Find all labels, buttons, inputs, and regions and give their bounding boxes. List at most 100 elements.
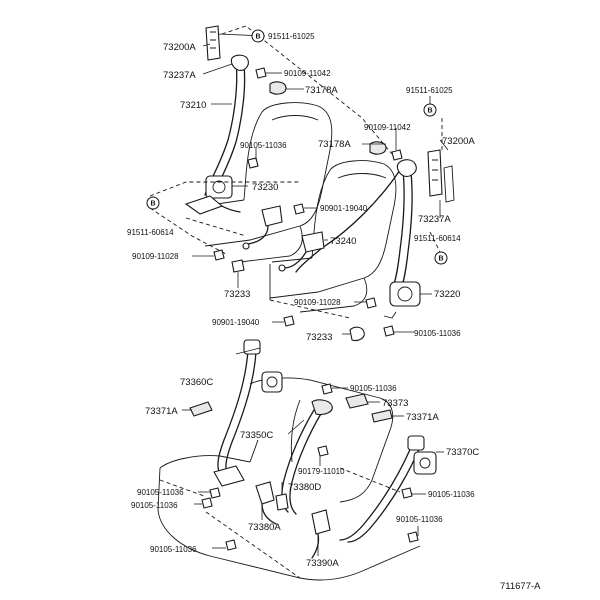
anchor-plate-left xyxy=(184,195,224,215)
label-73200A-right: 73200A xyxy=(442,136,475,147)
anchor-73370C-top xyxy=(407,435,425,451)
label-91511-60614-right: 91511-60614 xyxy=(414,234,461,243)
shoulder-adjuster-73200A xyxy=(205,25,221,61)
part-labels: 91511-61025 73200A 90109-11042 73237A 73… xyxy=(127,32,479,569)
label-90105-11036-c: 90105-11036 xyxy=(350,384,397,393)
bolt-90179-11010 xyxy=(317,445,329,457)
label-90901-19040-a: 90901-19040 xyxy=(320,204,368,213)
buckle-73380D xyxy=(275,493,289,511)
bolt-90105-11036-b xyxy=(383,325,395,337)
ref-badge-right-top: B xyxy=(423,103,437,117)
bolt-90109-11042-top xyxy=(255,67,267,79)
bolt-90901-19040-b xyxy=(283,315,295,327)
label-73370C: 73370C xyxy=(446,447,479,458)
buckle-73233-left xyxy=(261,205,283,227)
svg-text:B: B xyxy=(255,34,260,41)
label-73237A-left: 73237A xyxy=(163,70,196,81)
label-73220: 73220 xyxy=(434,289,460,300)
bolt-90105-11036-c xyxy=(321,383,333,395)
front-left-belt-assembly xyxy=(184,25,287,273)
svg-text:B: B xyxy=(427,108,432,115)
cover-73373 xyxy=(345,393,369,409)
rear-belt-assembly xyxy=(189,339,437,559)
label-73210: 73210 xyxy=(180,100,206,111)
label-73233-left: 73233 xyxy=(224,289,250,300)
label-73233-right: 73233 xyxy=(306,332,332,343)
svg-text:B: B xyxy=(438,256,443,263)
cover-73178A-mid xyxy=(369,141,387,155)
reference-lines-rear xyxy=(159,467,401,579)
label-73237A-right: 73237A xyxy=(418,214,451,225)
retractor-73370C xyxy=(413,451,437,475)
label-90901-19040-b: 90901-19040 xyxy=(212,318,260,327)
bolt-90105-11036-e xyxy=(201,497,213,509)
label-90179-11010: 90179-11010 xyxy=(298,467,345,476)
svg-text:B: B xyxy=(150,201,155,208)
label-73380A: 73380A xyxy=(248,522,281,533)
shoulder-adjuster-73200A-right xyxy=(427,149,443,197)
label-73240: 73240 xyxy=(330,236,356,247)
front-left-seat-outline xyxy=(204,102,333,263)
bolt-90105-11036-f xyxy=(401,487,413,499)
label-73200A-left: 73200A xyxy=(163,42,196,53)
anchor-73233-left xyxy=(231,259,245,273)
anchor-73233-right xyxy=(349,326,365,342)
label-73371A-left: 73371A xyxy=(145,406,178,417)
reference-lines-left xyxy=(149,25,393,255)
label-73178A-mid: 73178A xyxy=(318,139,351,150)
bolt-90901-19040-a xyxy=(293,203,305,215)
front-right-belt-assembly xyxy=(278,141,455,342)
bolt-90105-11036-g xyxy=(407,531,419,543)
front-right-seat-outline xyxy=(269,160,397,313)
bolt-90109-11028-left xyxy=(213,249,225,261)
leader-lines xyxy=(182,33,449,556)
label-90105-11036-h: 90105-11036 xyxy=(150,545,197,554)
label-73178A-top: 73178A xyxy=(305,85,338,96)
bolt-90105-11036-d xyxy=(209,487,221,499)
label-90109-11028-right: 90109-11028 xyxy=(294,298,341,307)
label-73371A-right: 73371A xyxy=(406,412,439,423)
label-73360C: 73360C xyxy=(180,377,213,388)
label-90105-11036-g: 90105-11036 xyxy=(396,515,443,524)
retractor-73230 xyxy=(205,175,233,199)
label-73380D: 73380D xyxy=(288,482,321,493)
label-91511-61025-top: 91511-61025 xyxy=(268,32,315,41)
label-90105-11036-f: 90105-11036 xyxy=(131,501,178,510)
buckle-73380A xyxy=(255,481,275,505)
figure-id: 711677-A xyxy=(500,581,541,592)
retractor-73220 xyxy=(389,281,421,307)
label-73230: 73230 xyxy=(252,182,278,193)
label-73373: 73373 xyxy=(382,398,408,409)
label-73390A: 73390A xyxy=(306,558,339,569)
bolt-90105-11036-h xyxy=(225,539,237,551)
label-90109-11028-left: 90109-11028 xyxy=(132,252,179,261)
clip-73371A-right xyxy=(371,409,393,423)
guide-73350C xyxy=(311,399,333,416)
upper-anchor-73237A-left xyxy=(230,54,249,71)
upper-anchor-73237A-right xyxy=(396,159,417,177)
label-90105-11036-a: 90105-11036 xyxy=(240,141,287,150)
cover-73178A-top xyxy=(269,81,287,95)
label-90109-11042-top: 90109-11042 xyxy=(284,69,331,78)
buckle-73240 xyxy=(301,231,325,253)
label-90105-11036-b: 90105-11036 xyxy=(414,329,461,338)
label-90109-11042-mid: 90109-11042 xyxy=(364,123,411,132)
bolt-90109-11028-right xyxy=(365,297,377,309)
retractor-73360C xyxy=(261,371,283,393)
ref-badge-right-mid: B xyxy=(434,251,448,265)
label-91511-60614-left: 91511-60614 xyxy=(127,228,174,237)
anchor-73360C-lower xyxy=(213,465,245,487)
ref-badge-left: B xyxy=(146,196,160,210)
clip-73371A-left xyxy=(189,401,213,417)
bolt-90109-11042-mid xyxy=(391,149,403,161)
ref-badge-top: B xyxy=(251,29,265,43)
label-73350C: 73350C xyxy=(240,430,273,441)
label-90105-11036-d: 90105-11036 xyxy=(137,488,184,497)
bolt-90105-11036-a xyxy=(247,157,259,169)
label-91511-61025-right: 91511-61025 xyxy=(406,86,453,95)
label-90105-11036-e: 90105-11036 xyxy=(428,490,475,499)
anchor-73360C-top xyxy=(243,339,261,355)
buckle-73390A xyxy=(311,509,331,535)
